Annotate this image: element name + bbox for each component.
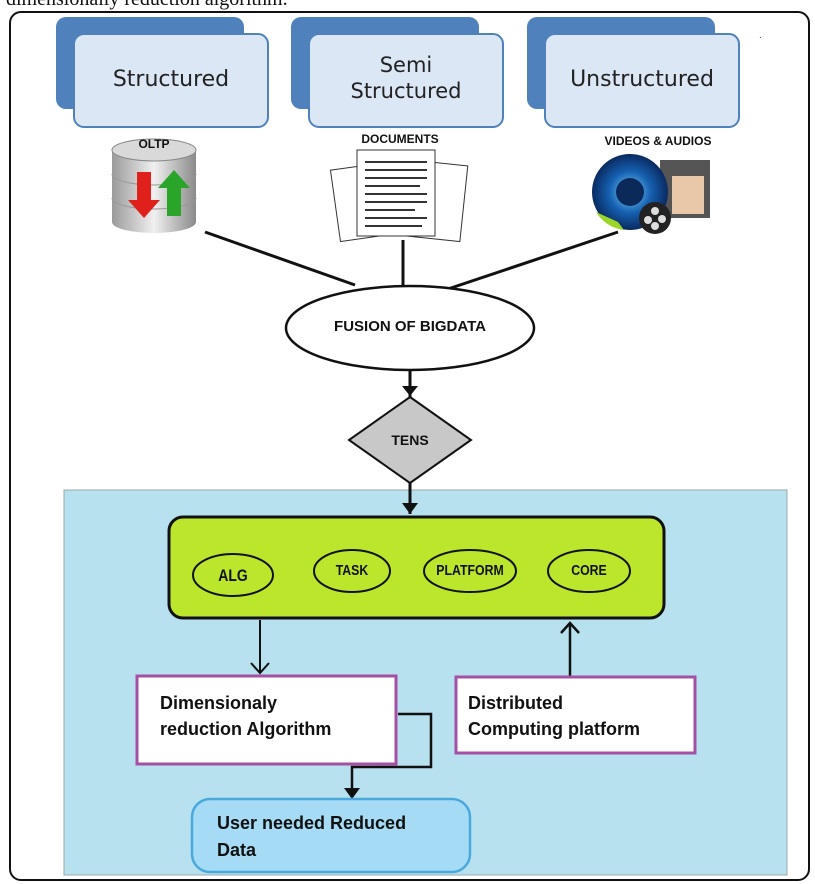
video-audio-icon — [592, 154, 710, 234]
reduction-box-line2: reduction Algorithm — [160, 719, 332, 739]
card-unstructured-label: Unstructured — [570, 67, 714, 92]
connector-oltp — [204, 230, 356, 287]
figure-caption: dimensionally reduction algorithm. — [6, 0, 288, 11]
module-alg-label: ALG — [218, 566, 248, 585]
documents-caption: DOCUMENTS — [361, 132, 439, 146]
module-core — [547, 549, 631, 593]
connector-videos — [444, 230, 619, 292]
connector-reduction-output — [350, 712, 433, 797]
card-semi-structured — [291, 17, 504, 128]
output-box — [190, 797, 472, 874]
reduction-box-line1: Dimensionaly — [160, 693, 278, 713]
output-line2: Data — [217, 840, 257, 860]
card-structured-label: Structured — [112, 67, 230, 92]
module-task-label: TASK — [335, 562, 369, 579]
platform-box — [454, 675, 697, 755]
module-alg — [192, 553, 274, 597]
card-semi-label-line1: Semi — [379, 53, 433, 77]
tens-label: TENS — [391, 432, 429, 448]
platform-box-line1: Distributed — [468, 693, 564, 713]
diagram-frame — [9, 11, 810, 881]
card-structured — [56, 17, 269, 128]
videos-audios-caption: VIDEOS & AUDIOS — [604, 134, 712, 148]
module-task — [313, 549, 391, 593]
module-core-label: CORE — [571, 562, 607, 579]
module-platform-label: PLATFORM — [436, 562, 504, 579]
module-platform — [423, 549, 517, 593]
database-icon — [111, 138, 197, 233]
card-semi-label-line2: Structured — [350, 79, 462, 103]
svg-text:.: . — [759, 30, 762, 41]
fusion-label: FUSION OF BIGDATA — [334, 318, 486, 335]
output-line1: User needed Reduced — [217, 813, 407, 833]
platform-box-line2: Computing platform — [468, 719, 640, 739]
module-bar — [167, 515, 666, 620]
oltp-caption: OLTP — [138, 137, 170, 151]
card-unstructured — [527, 17, 740, 128]
reduction-box — [135, 674, 398, 766]
documents-icon — [329, 149, 469, 243]
